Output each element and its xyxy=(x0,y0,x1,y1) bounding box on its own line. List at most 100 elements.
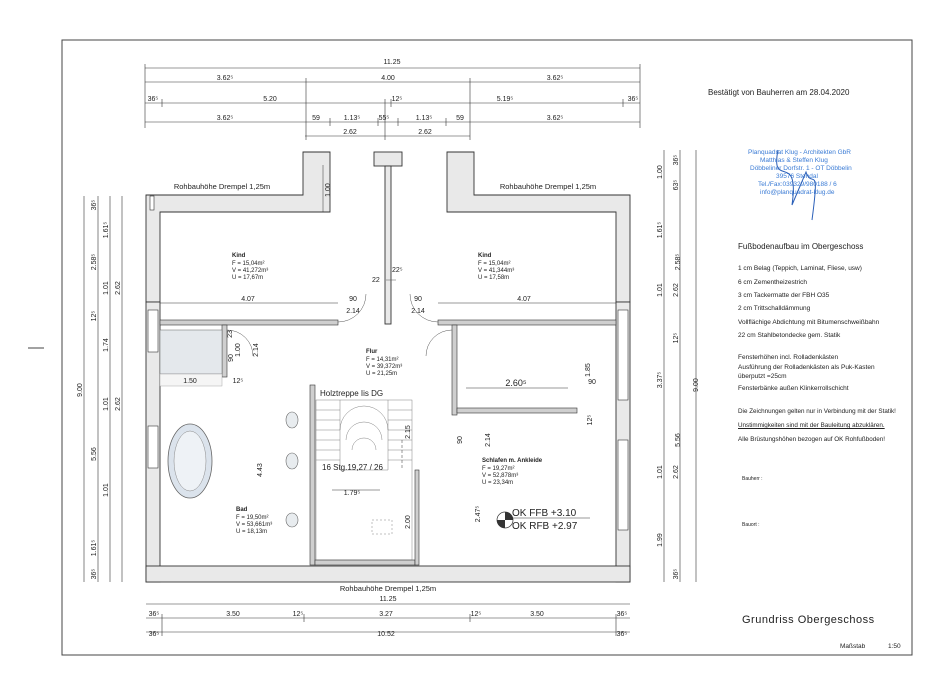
svg-text:F = 14,31m²: F = 14,31m² xyxy=(366,357,399,363)
dim-bottom-r2-e: 12⁵ xyxy=(471,611,482,618)
level-rfb: OK RFB +2.97 xyxy=(512,521,578,532)
owner-label: Bauort : xyxy=(742,522,760,528)
floor-build-line: 1 cm Belag (Teppich, Laminat, Fliese, us… xyxy=(738,265,862,272)
window-note: Fensterbänke außen Klinkerrollschicht xyxy=(738,385,849,392)
svg-text:12⁵: 12⁵ xyxy=(91,311,98,322)
svg-text:Tel./Fax:039329/980188 / 6: Tel./Fax:039329/980188 / 6 xyxy=(758,181,837,188)
svg-text:36⁵: 36⁵ xyxy=(91,569,98,580)
washbasin-icon xyxy=(285,411,299,429)
dim-bottom-r2-d: 3.27 xyxy=(379,611,393,618)
level-ffb: OK FFB +3.10 xyxy=(512,508,577,519)
sheet-border xyxy=(61,39,913,656)
architect-stamp: Planquadrat Klug - Architekten GbR Matth… xyxy=(748,149,852,221)
dim-bottom-r3-b: 10.52 xyxy=(377,631,395,638)
svg-text:1.50: 1.50 xyxy=(183,378,197,385)
svg-text:1.01: 1.01 xyxy=(103,281,110,295)
scale-value: 1:50 xyxy=(888,643,901,650)
svg-text:3.37⁵: 3.37⁵ xyxy=(657,372,664,389)
statics-note: Die Zeichnungen gelten nur in Verbindung… xyxy=(738,408,896,415)
svg-text:2.00: 2.00 xyxy=(405,515,412,529)
dim-top-r4-g: 3.62⁵ xyxy=(547,115,564,122)
staircase xyxy=(315,399,413,561)
svg-text:1.74: 1.74 xyxy=(103,338,110,352)
svg-text:1.00: 1.00 xyxy=(657,165,664,179)
dim-top-r4-c: 1.13⁵ xyxy=(344,115,361,122)
inner-dim-lines xyxy=(160,165,616,491)
dim-bottom-r2-g: 36⁵ xyxy=(617,611,628,618)
dim-bottom-total: 11.25 xyxy=(380,596,397,603)
svg-text:36⁵: 36⁵ xyxy=(673,569,680,580)
top-dimension-lines xyxy=(144,64,641,140)
dim-top-total: 11.25 xyxy=(384,59,401,66)
washbasin-icon xyxy=(285,452,299,470)
svg-text:5.56: 5.56 xyxy=(91,447,98,461)
left-dimension-lines xyxy=(83,196,123,582)
level-marker xyxy=(496,511,590,529)
svg-text:1.61⁵: 1.61⁵ xyxy=(91,540,98,557)
dim-bottom-r3-a: 36⁵ xyxy=(149,631,160,638)
dim-top-r3-c: 12⁵ xyxy=(392,96,403,103)
dim-top-r4-d: 55⁵ xyxy=(379,115,390,122)
svg-text:F = 19,50m²: F = 19,50m² xyxy=(236,515,269,521)
room-schlafen: Schlafen m. Ankleide F = 19,27m² V = 52,… xyxy=(482,458,543,486)
svg-text:F = 15,04m²: F = 15,04m² xyxy=(478,261,511,267)
svg-text:V = 53,661m³: V = 53,661m³ xyxy=(236,522,272,528)
left-dimensions: 9.00 2.58⁵ 5.56 1.61⁵ 1.01 2.62 1.74 1.0… xyxy=(77,200,122,580)
svg-text:2.58⁵: 2.58⁵ xyxy=(675,254,682,271)
svg-text:22⁵: 22⁵ xyxy=(392,267,403,274)
svg-text:Matthias & Steffen Klug: Matthias & Steffen Klug xyxy=(760,157,828,164)
svg-text:1.85: 1.85 xyxy=(585,363,592,377)
dim-top-r5-b: 2.62 xyxy=(418,129,432,136)
svg-text:2.62: 2.62 xyxy=(673,465,680,479)
dim-bottom-r2-c: 12⁵ xyxy=(293,611,304,618)
svg-text:1.99: 1.99 xyxy=(657,533,664,547)
svg-text:1.61⁵: 1.61⁵ xyxy=(657,222,664,239)
svg-text:2.14: 2.14 xyxy=(253,343,260,357)
drempel-top-left: Rohbauhöhe Drempel 1,25m xyxy=(174,182,270,191)
svg-text:12⁵: 12⁵ xyxy=(673,333,680,344)
dim-bottom-r2-f: 3.50 xyxy=(530,611,544,618)
dim-top-r2-a: 3.62⁵ xyxy=(217,75,234,82)
window-note: Fensterhöhen incl. Rolladenkästen xyxy=(738,354,839,361)
svg-text:Flur: Flur xyxy=(366,349,378,355)
svg-text:2.60⁵: 2.60⁵ xyxy=(505,378,527,388)
svg-text:2.47⁵: 2.47⁵ xyxy=(475,506,482,523)
dim-bottom-r2-b: 3.50 xyxy=(226,611,240,618)
signature-icon xyxy=(776,149,816,221)
floor-build-line: 6 cm Zementheizestrich xyxy=(738,279,807,286)
svg-text:90: 90 xyxy=(588,379,596,386)
svg-text:1.01: 1.01 xyxy=(103,397,110,411)
stair-label: Holztreppe Iis DG xyxy=(320,389,383,398)
dim-bottom-r3-c: 36⁵ xyxy=(617,631,628,638)
bath-shelf xyxy=(159,373,223,387)
builder-label: Bauherr : xyxy=(742,476,763,482)
bottom-dimension-lines xyxy=(146,603,630,636)
floor-build-title: Fußbodenaufbau im Obergeschoss xyxy=(738,242,864,251)
svg-text:Planquadrat Klug - Architekten: Planquadrat Klug - Architekten GbR xyxy=(748,149,851,156)
right-dimension-lines xyxy=(663,150,697,582)
dim-top-r2-c: 3.62⁵ xyxy=(547,75,564,82)
svg-text:U = 17,58m: U = 17,58m xyxy=(478,275,509,281)
svg-text:F = 19,27m²: F = 19,27m² xyxy=(482,466,515,472)
svg-text:1.00: 1.00 xyxy=(325,183,332,197)
svg-text:4.07: 4.07 xyxy=(241,296,255,303)
stair-steps: 16 Stg.19,27 / 26 xyxy=(322,463,383,472)
svg-text:Schlafen m. Ankleide: Schlafen m. Ankleide xyxy=(482,458,543,464)
dim-top-r4-a: 3.62⁵ xyxy=(217,115,234,122)
svg-text:2.14: 2.14 xyxy=(485,433,492,447)
window-note: Ausführung der Rolladenkästen als Puk-Ka… xyxy=(738,364,875,371)
svg-text:1.01: 1.01 xyxy=(657,283,664,297)
confirmation-text: Bestätigt von Bauherren am 28.04.2020 xyxy=(708,88,850,97)
svg-text:2.14: 2.14 xyxy=(346,308,360,315)
svg-text:U = 17,67m: U = 17,67m xyxy=(232,275,263,281)
svg-text:Döbbeliner Dorfstr. 1 - OT Döb: Döbbeliner Dorfstr. 1 - OT Döbbelin xyxy=(750,165,852,172)
svg-text:12⁵: 12⁵ xyxy=(233,378,244,385)
svg-text:2.14: 2.14 xyxy=(411,308,425,315)
dim-top-r4-e: 1.13⁵ xyxy=(416,115,433,122)
room-bad: Bad F = 19,50m² V = 53,661m³ U = 18,13m xyxy=(236,507,272,535)
floor-build-line: 2 cm Trittschalldämmung xyxy=(738,305,811,312)
svg-text:36⁵: 36⁵ xyxy=(673,155,680,166)
room-kind-left: Kind F = 15,04m² V = 41,272m³ U = 17,67m xyxy=(232,253,268,281)
svg-text:2.62: 2.62 xyxy=(673,283,680,297)
svg-text:V = 52,878m³: V = 52,878m³ xyxy=(482,473,518,479)
